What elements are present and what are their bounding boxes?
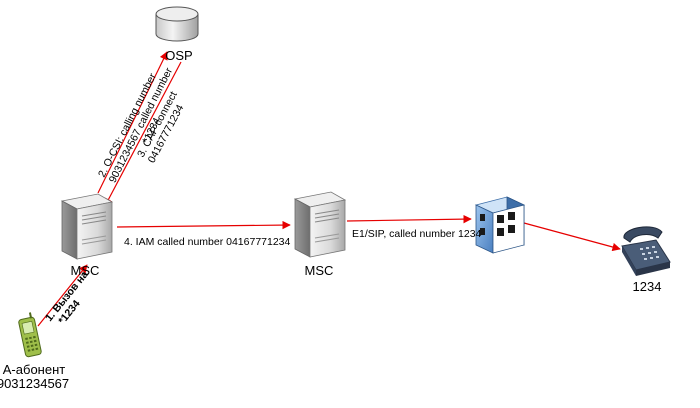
- arrow-e1sip: [346, 214, 472, 224]
- osp-node: OSP: [155, 6, 199, 63]
- arrow-step2: [97, 51, 168, 194]
- arrow-to-phone: [523, 222, 621, 252]
- pbx-switch-icon: [474, 196, 526, 254]
- msc2-label: MSC: [305, 263, 334, 278]
- arrow-step1: [37, 264, 88, 327]
- arrows: [37, 51, 621, 327]
- database-icon: [155, 6, 199, 42]
- msc2-node: MSC: [293, 191, 347, 278]
- server-tower-icon: [60, 193, 114, 260]
- arrow-step3: [104, 61, 182, 207]
- mobile-phone-icon: [18, 312, 42, 358]
- switch-node: [474, 196, 526, 254]
- e1sip-label: E1/SIP, called number 1234: [352, 228, 482, 240]
- phone-number-label: 1234: [633, 279, 662, 294]
- msc1-label: MSC: [71, 263, 100, 278]
- server-tower-icon: [293, 191, 347, 258]
- phone-node: 1234: [621, 226, 671, 294]
- subscriber-node: А-абонент 9031234567: [0, 312, 69, 391]
- osp-label: OSP: [165, 48, 192, 63]
- arrow-step4: [116, 220, 291, 230]
- msc1-node: MSC: [60, 193, 114, 278]
- desk-phone-icon: [621, 226, 671, 276]
- subscriber-number: 9031234567: [0, 376, 69, 391]
- step4-label: 4. IAM called number 04167771234: [124, 236, 291, 248]
- step1-label: 1. Вызов на *1234: [43, 269, 91, 327]
- subscriber-label: А-абонент: [3, 362, 65, 377]
